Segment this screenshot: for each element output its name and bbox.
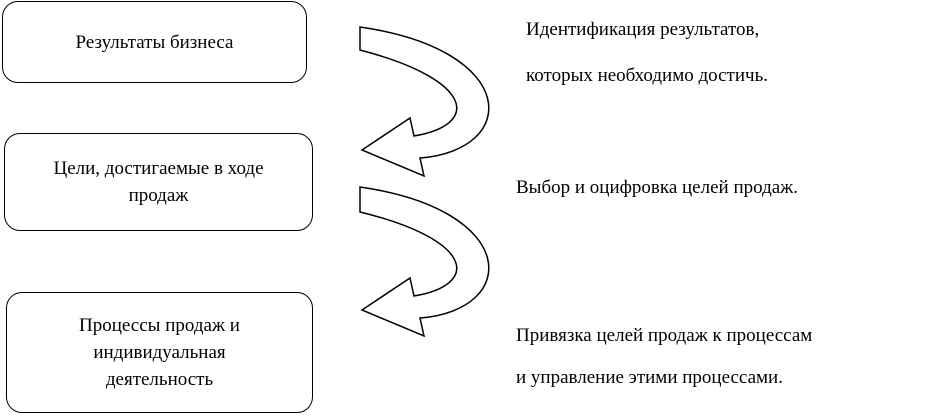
- step-box-sales-goals: Цели, достигаемые в ходе продаж: [4, 133, 313, 231]
- curved-arrow-1: [359, 26, 490, 178]
- step-label-business-results: Результаты бизнеса: [75, 31, 234, 53]
- description-select-goals: Выбор и оцифровка целей продаж.: [516, 177, 799, 198]
- step-label-sales-goals: Цели, достигаемые в ходе продаж: [53, 158, 264, 206]
- step-box-sales-processes: Процессы продаж и индивидуальная деятель…: [6, 292, 313, 413]
- curved-arrow-2: [359, 186, 490, 338]
- description-link-goals-processes: Привязка целей продаж к процессам и упра…: [516, 325, 813, 388]
- step-box-business-results: Результаты бизнеса: [2, 1, 307, 83]
- step-label-sales-processes: Процессы продаж и индивидуальная деятель…: [79, 315, 240, 390]
- description-identify-results: Идентификация результатов, которых необх…: [526, 19, 768, 86]
